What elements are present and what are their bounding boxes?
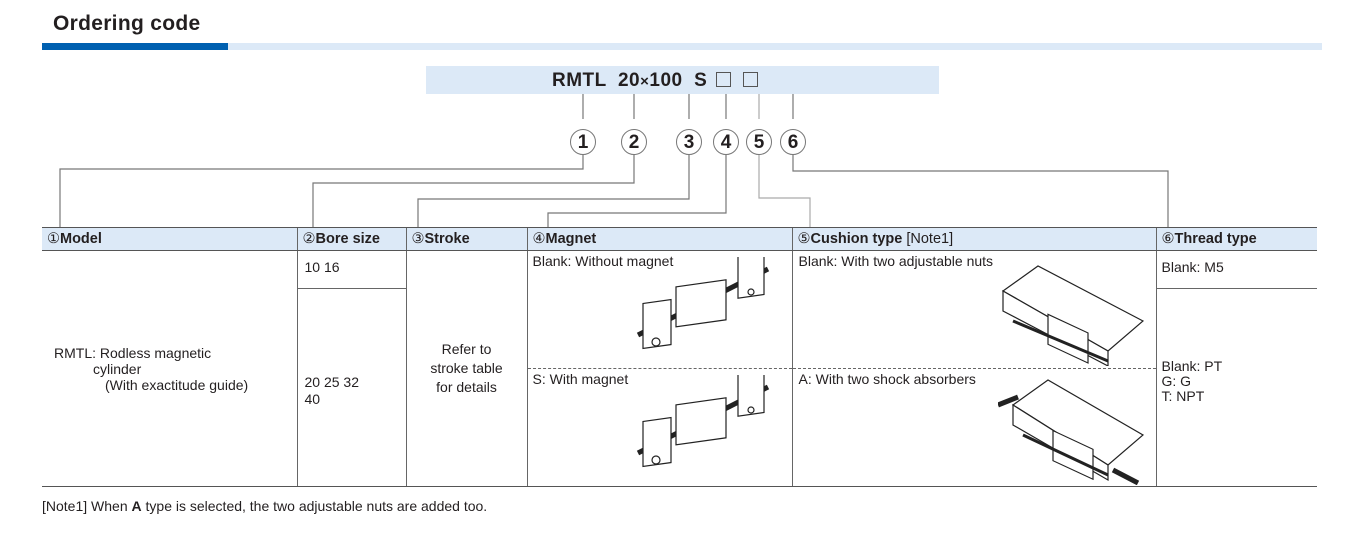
code-times: × [640, 73, 650, 90]
thread-type-cell: Blank: M5 Blank: PT G: G T: NPT [1155, 250, 1317, 487]
thread-large: Blank: PT G: G T: NPT [1161, 358, 1223, 404]
magnet-cell: Blank: Without magnet S: With magnet [526, 250, 792, 487]
table-header-row: ①Model ②Bore size ③Stroke ④Magnet ⑤Cushi… [42, 227, 1317, 251]
cylinder-without-magnet-illustration [636, 257, 769, 350]
ordering-code-bar [426, 66, 939, 94]
connector-6 [792, 94, 1169, 228]
header-bore-size: ②Bore size [296, 227, 406, 251]
position-marker-4: 4 [713, 129, 739, 155]
header-stroke: ③Stroke [405, 227, 527, 251]
code-stroke: 100 [649, 70, 683, 91]
table-row: RMTL: Rodless magnetic cylinder (With ex… [42, 250, 1317, 487]
header-magnet: ④Magnet [526, 227, 792, 251]
ordering-code: RMTL 20×100 S [552, 70, 761, 92]
code-bore: 20 [617, 70, 641, 91]
bore-small: 10 16 [297, 251, 406, 289]
title-underline [228, 43, 1322, 50]
connector-2 [312, 94, 635, 228]
magnet-option-blank: Blank: Without magnet [528, 251, 792, 368]
position-marker-5: 5 [746, 129, 772, 155]
bore-size-cell: 10 16 20 25 32 40 [296, 250, 406, 487]
code-thread-box [742, 72, 758, 87]
cylinder-with-magnet-illustration [636, 375, 769, 468]
ordering-code-table: ①Model ②Bore size ③Stroke ④Magnet ⑤Cushi… [42, 227, 1317, 487]
model-cell: RMTL: Rodless magnetic cylinder (With ex… [42, 250, 297, 487]
adjustable-nuts-illustration [1001, 265, 1144, 366]
header-thread-type: ⑥Thread type [1155, 227, 1317, 251]
shock-absorbers-illustration [997, 379, 1144, 485]
position-marker-1: 1 [570, 129, 596, 155]
title-underline-accent [42, 43, 228, 50]
cushion-type-cell: Blank: With two adjustable nuts A: With … [791, 250, 1156, 487]
code-model: RMTL [552, 70, 607, 91]
section-title: Ordering code [53, 12, 201, 35]
position-marker-3: 3 [676, 129, 702, 155]
bore-large: 20 25 32 40 [304, 374, 360, 407]
position-marker-6: 6 [780, 129, 806, 155]
code-magnet: S [694, 70, 708, 91]
header-cushion-type: ⑤Cushion type [Note1] [791, 227, 1156, 251]
header-model: ①Model [42, 227, 297, 251]
connector-5 [758, 94, 811, 228]
stroke-cell: Refer to stroke table for details [405, 250, 527, 487]
position-marker-2: 2 [621, 129, 647, 155]
footnote: [Note1] When A type is selected, the two… [42, 498, 488, 514]
cushion-option-a: A: With two shock absorbers [792, 368, 1156, 486]
cushion-option-blank: Blank: With two adjustable nuts [793, 251, 1156, 368]
connector-1 [59, 94, 584, 228]
connector-4 [547, 94, 727, 228]
thread-small: Blank: M5 [1156, 251, 1317, 289]
code-cushion-box [716, 72, 732, 87]
connector-3 [417, 94, 690, 228]
magnet-option-s: S: With magnet [527, 368, 792, 486]
